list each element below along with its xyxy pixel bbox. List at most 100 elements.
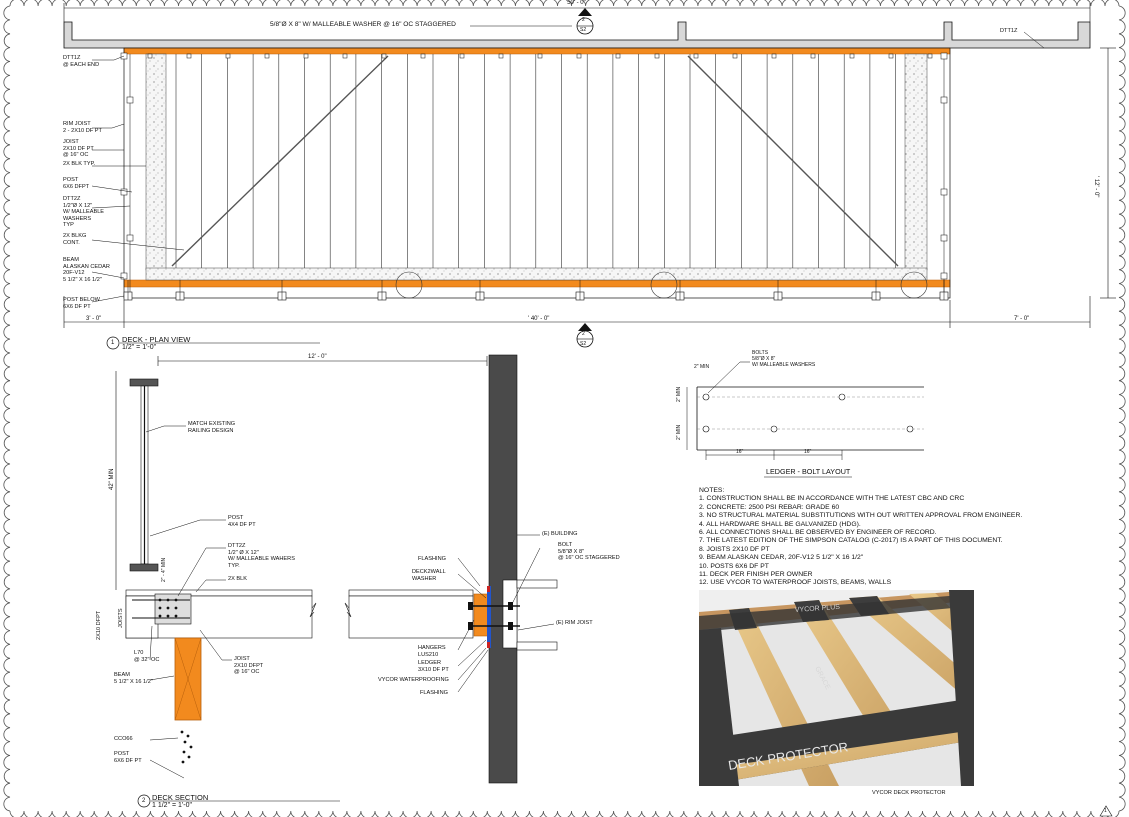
holdown-marker [940, 272, 948, 280]
plan-view-scale: 1/2" = 1'-0" [122, 344, 157, 351]
section-label-flashing-bottom: FLASHING [420, 690, 448, 696]
holdown-marker [940, 96, 948, 104]
section-small-dim: 2" - 4" MIN [161, 557, 167, 582]
cloud-segment [3, 5, 11, 812]
section-span-dim: 12' - 0" [308, 354, 327, 360]
ledger-bolt-marker [732, 53, 738, 59]
ledger-bolt-marker [147, 53, 153, 59]
section-view-title: DECK SECTION [152, 793, 209, 802]
footing-dot [182, 750, 186, 754]
vycor-deck-photo: DECK PROTECTOR VYCOR PLUS GRACE [699, 590, 974, 786]
plan-label-dtt1z: DTT1Z@ EACH END [63, 55, 100, 68]
section-label-flashing-top: FLASHING [418, 556, 446, 562]
note-item: 10. POSTS 6X6 DF PT [699, 562, 769, 570]
section-label-rim-joist: (E) RIM JOIST [556, 620, 593, 626]
holdown-marker [126, 96, 134, 104]
ledger-bolt-marker [615, 53, 621, 59]
section-label-2x-blk: 2X BLK [228, 576, 247, 582]
footing-dot [183, 740, 187, 744]
section-label-l70: L70@ 32" OC [134, 650, 160, 663]
plan-view-title: DECK - PLAN VIEW [122, 335, 191, 344]
revision-triangle [1099, 805, 1113, 817]
note-item: 3. NO STRUCTURAL MATERIAL SUBSTITUTIONS … [699, 512, 1023, 520]
cloud-segment [9, 0, 1120, 7]
ledger-min-left-1: 2" MIN [676, 386, 682, 402]
section-joist-dim: 2X10 DFPT [96, 610, 102, 640]
revision-cloud-border [3, 0, 1126, 817]
holdown-marker [940, 52, 948, 60]
note-item: 11. DECK PER FINISH PER OWNER [699, 571, 813, 579]
cloud-segment [1118, 5, 1126, 812]
ledger-min-left-2: 2" MIN [676, 424, 682, 440]
cloud-segment [9, 810, 1120, 817]
note-item: 12. USE VYCOR TO WATERPROOF JOISTS, BEAM… [699, 579, 892, 587]
photo-caption: VYCOR DECK PROTECTOR [872, 790, 946, 796]
ledger-bolt-marker [498, 53, 504, 59]
ledger-bolt-marker [927, 53, 933, 59]
ledger-bolt-marker [849, 53, 855, 59]
section-joists-label: JOISTS [118, 608, 124, 628]
ledger-bolt-marker [420, 53, 426, 59]
holdown-marker [120, 188, 128, 196]
ledger-min-top: 2" MIN [694, 364, 710, 370]
dim-left: 3' - 0" [86, 316, 102, 322]
section-tag-top-sheet: S2 [580, 27, 587, 33]
general-notes: NOTES: 1. CONSTRUCTION SHALL BE IN ACCOR… [699, 487, 1022, 588]
ledger-bolt-marker [303, 53, 309, 59]
ledger-bolt-marker [888, 53, 894, 59]
section-marker-top[interactable] [576, 8, 594, 35]
ledger-bolt-marker [810, 53, 816, 59]
ledger-bolt-marker [576, 53, 582, 59]
ledger-spacing-1: 16" [736, 449, 744, 455]
ledger-bolt-marker [225, 53, 231, 59]
ledger-bolt-layout [686, 361, 924, 478]
section-tag-bottom-num: 2 [582, 331, 585, 337]
section-height-dim: 42" MIN [109, 468, 115, 490]
deck-section-view [115, 354, 558, 808]
section-marker-bottom[interactable] [576, 323, 594, 348]
section-view-number: 2 [142, 798, 146, 804]
note-item: 1. CONSTRUCTION SHALL BE IN ACCORDANCE W… [699, 495, 965, 503]
ledger-bolt-marker [654, 53, 660, 59]
footing-dot [181, 760, 185, 764]
plan-view-number: 1 [111, 340, 115, 346]
section-tag-top-num: 2 [582, 17, 585, 23]
note-item: 8. JOISTS 2X10 DF PT [699, 545, 770, 553]
section-label-cco66: CCO66 [114, 736, 133, 742]
section-label-vycor: VYCOR WATERPROOFING [378, 677, 449, 683]
footing-dot [187, 755, 191, 759]
dim-mid: ' 40' - 0" [528, 316, 550, 322]
notes-heading: NOTES: [699, 487, 725, 494]
footing-dot [180, 730, 184, 734]
dim-vertical: ' 12' - 0" [1093, 176, 1099, 198]
ledger-bolt-marker [342, 53, 348, 59]
plan-view-number-bubble [106, 336, 120, 350]
note-item: 9. BEAM ALASKAN CEDAR, 20F-V12 5 1/2" X … [699, 554, 864, 562]
footing-dot [186, 734, 190, 738]
section-tag-bottom-sheet: S2 [580, 341, 587, 347]
holdown-marker [940, 234, 948, 242]
holdown-marker [126, 234, 134, 242]
footing-dot [189, 745, 193, 749]
top-bolt-callout: 5/8"Ø X 8" W/ MALLEABLE WASHER @ 16" OC … [270, 21, 456, 28]
overall-dimension: '50' - 0" [566, 0, 586, 6]
dtt1z-right-label: DTT1Z [1000, 28, 1018, 34]
ledger-bolt-marker [693, 53, 699, 59]
ledger-bolt-marker [537, 53, 543, 59]
note-item: 7. THE LATEST EDITION OF THE SIMPSON CAT… [699, 537, 1003, 545]
ledger-bolt-marker [381, 53, 387, 59]
section-view-number-bubble [137, 794, 151, 808]
section-view-scale: 1 1/2" = 1'-0" [152, 802, 192, 809]
